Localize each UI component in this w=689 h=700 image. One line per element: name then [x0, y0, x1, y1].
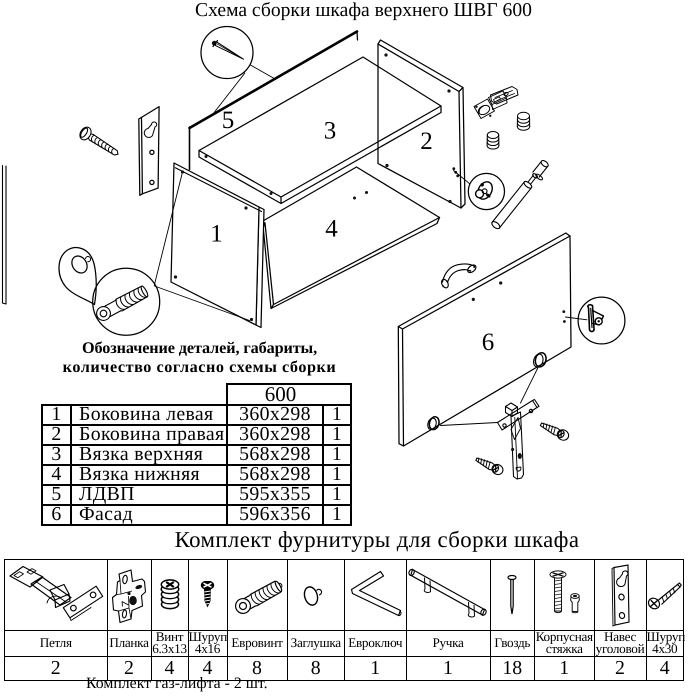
svg-text:6: 6	[482, 329, 495, 356]
svg-text:1: 1	[210, 221, 223, 248]
svg-text:5: 5	[222, 107, 235, 134]
svg-text:3: 3	[324, 118, 337, 145]
svg-text:2: 2	[420, 128, 433, 155]
svg-text:4: 4	[325, 216, 338, 243]
